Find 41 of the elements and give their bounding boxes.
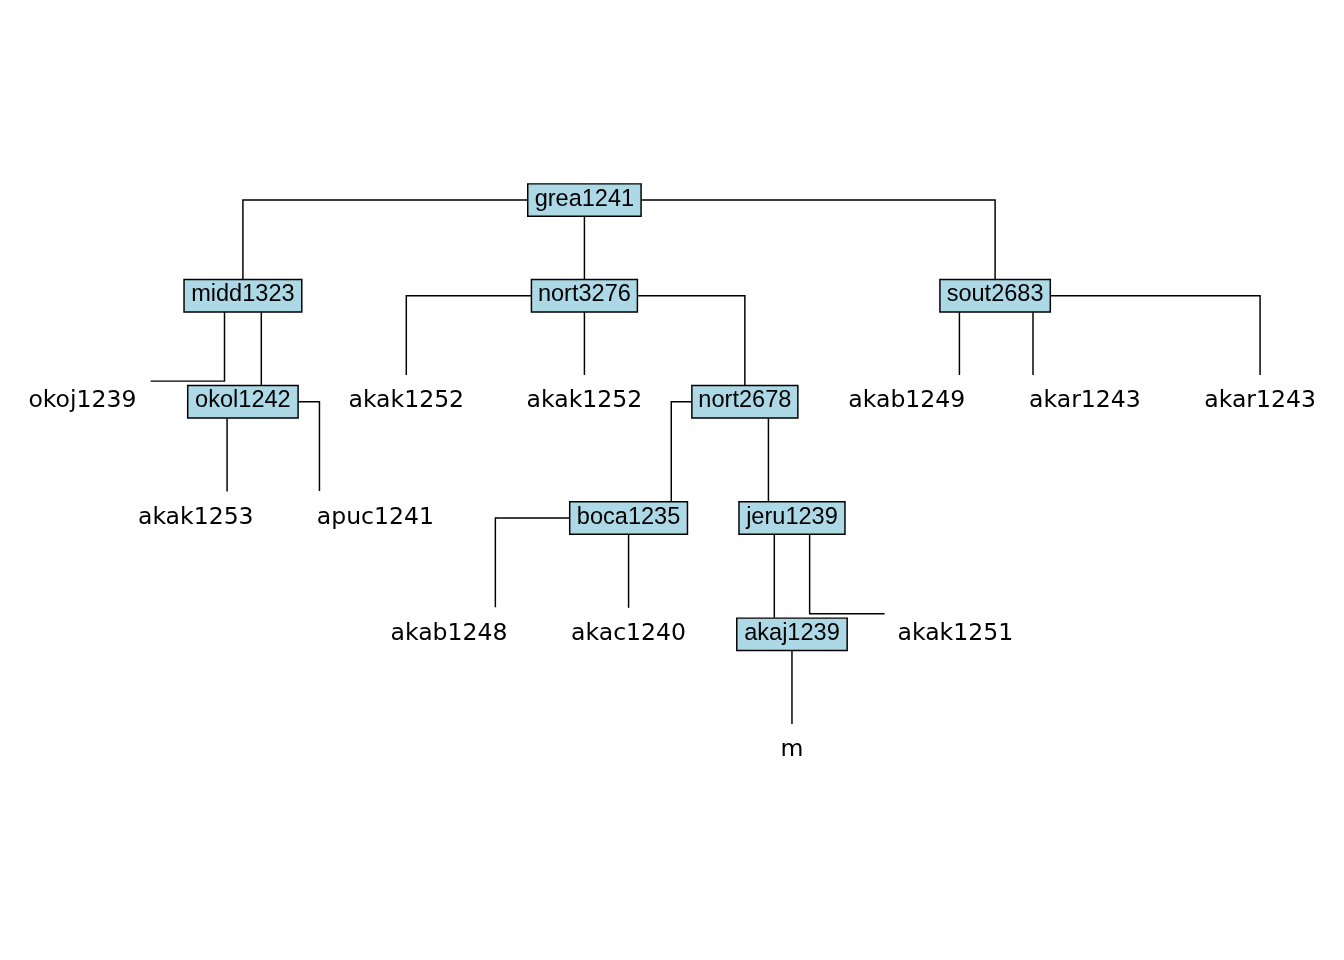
node-box: jeru1239 [738,500,846,535]
node-text: akac1240 [571,617,687,646]
node-text: okoj1239 [28,384,137,413]
node-text: akab1248 [390,617,508,646]
node-text: akak1251 [897,617,1014,646]
connector [640,198,996,280]
node-text: akak1253 [137,501,254,530]
node-box: sout2683 [939,278,1052,313]
node-box: grea1241 [527,182,642,217]
connector [583,215,586,280]
connector [1049,294,1261,376]
connector [808,533,886,614]
connector [670,400,693,502]
connector [149,311,226,382]
connector [773,533,776,618]
connector [791,649,793,725]
node-box: nort3276 [530,278,639,313]
connector [958,311,961,376]
connector [583,311,586,376]
connector [637,294,746,386]
connector [242,198,529,280]
connector [627,533,630,609]
connector [260,311,263,386]
connector [767,417,770,502]
connector [405,294,532,376]
connector [226,417,228,492]
node-text: akar1243 [1204,384,1316,413]
node-box: akaj1239 [736,616,848,651]
node-text: akak1252 [526,384,643,413]
connector [297,400,321,492]
connector [494,516,571,608]
node-text: apuc1241 [316,501,434,530]
node-text: m [780,733,804,762]
node-box: midd1323 [183,278,303,313]
node-box: okol1242 [186,384,299,419]
node-box: nort2678 [691,384,799,419]
node-text: akak1252 [348,384,465,413]
node-box: boca1235 [568,500,689,535]
node-text: akab1249 [848,384,966,413]
node-text: akar1243 [1029,384,1141,413]
connector [1032,311,1034,376]
